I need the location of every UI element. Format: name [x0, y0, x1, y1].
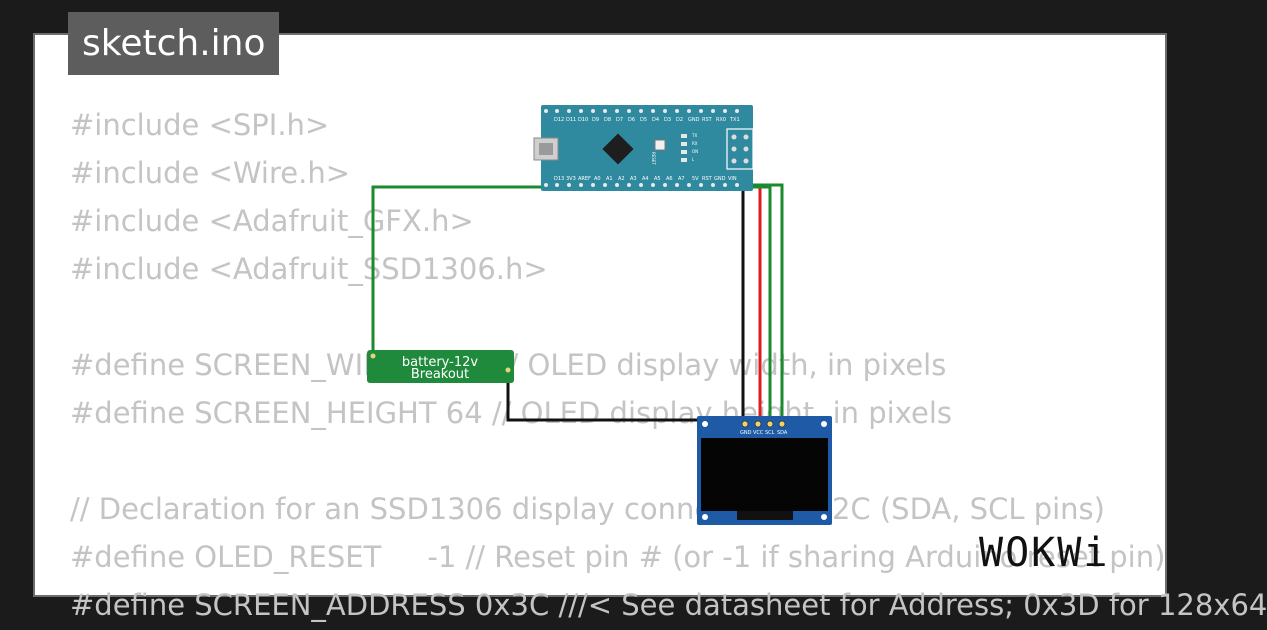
battery-label: battery-12v	[402, 355, 478, 370]
oled-pin-gnd[interactable]	[741, 420, 749, 428]
pin-label-RST2: RST	[702, 176, 713, 182]
pin-label-D6: D6	[628, 117, 635, 123]
pin-label-3V3: 3V3	[566, 176, 576, 182]
battery-breakout[interactable]: battery-12v Breakout	[367, 350, 514, 383]
pin-label-A0: A0	[594, 176, 601, 182]
pin-label-A7: A7	[678, 176, 685, 182]
pin-label-RX0: RX0	[716, 117, 726, 123]
circuit-diagram: D12 D11 D10 D9 D8 D7 D6 D5 D4 D3 D2 GND …	[367, 105, 832, 525]
pin-label-D13: D13	[554, 176, 564, 182]
pin-label-TX1: TX1	[729, 117, 740, 123]
led-label-on: ON	[692, 149, 698, 154]
wire-green-scl[interactable]	[733, 185, 772, 423]
battery-pin-left[interactable]	[370, 353, 376, 359]
code-line: #include <Adafruit_GFX.h>	[70, 204, 474, 238]
pin-label-GND: GND	[688, 117, 700, 123]
battery-sublabel: Breakout	[411, 367, 469, 382]
oled-label-sda: SDA	[777, 430, 788, 436]
pin-label-D11: D11	[566, 117, 576, 123]
top-pin-row	[544, 109, 739, 113]
status-leds	[681, 134, 687, 162]
wire-black-gnd[interactable]	[721, 183, 745, 423]
pin-label-5V: 5V	[692, 176, 699, 182]
wire-black-battery-gnd[interactable]	[506, 368, 745, 422]
pin-label-D8: D8	[604, 117, 611, 123]
oled-label-vcc: VCC	[753, 430, 764, 436]
pin-label-A6: A6	[666, 176, 673, 182]
pin-label-A1: A1	[606, 176, 613, 182]
reset-button[interactable]	[654, 139, 666, 151]
pin-label-A5: A5	[654, 176, 661, 182]
oled-label-gnd: GND	[740, 430, 752, 436]
oled-display[interactable]: GND VCC SCL SDA	[697, 416, 832, 525]
usb-connector	[533, 137, 559, 161]
oled-label-scl: SCL	[765, 430, 775, 436]
pin-label-D4: D4	[652, 117, 659, 123]
reset-label: RESET	[651, 152, 656, 165]
code-line: #define OLED_RESET -1 // Reset pin # (or…	[70, 540, 1166, 574]
oled-ribbon	[737, 511, 793, 520]
pin-label-D10: D10	[578, 117, 588, 123]
oled-pin-row	[741, 420, 786, 428]
wire-red-vcc[interactable]	[732, 185, 762, 423]
wires	[371, 183, 784, 423]
pin-label-A4: A4	[642, 176, 649, 182]
code-line: #include <Wire.h>	[70, 156, 351, 190]
oled-pin-scl[interactable]	[766, 420, 774, 428]
code-line: #include <Adafruit_SSD1306.h>	[70, 252, 548, 286]
code-line: #define SCREEN_ADDRESS 0x3C ///< See dat…	[70, 588, 1267, 622]
pin-label-A3: A3	[630, 176, 637, 182]
arduino-nano[interactable]: D12 D11 D10 D9 D8 D7 D6 D5 D4 D3 D2 GND …	[533, 105, 754, 191]
pin-label-D7: D7	[616, 117, 623, 123]
pin-label-D3: D3	[664, 117, 671, 123]
code-line: #include <SPI.h>	[70, 108, 330, 142]
bottom-pin-row	[544, 183, 739, 187]
icsp-header	[726, 128, 754, 170]
pin-label-VIN: VIN	[728, 176, 737, 182]
pin-label-A2: A2	[618, 176, 625, 182]
pin-label-D5: D5	[640, 117, 647, 123]
code-background: #include <SPI.h> #include <Wire.h> #includ…	[70, 101, 1267, 629]
pin-label-AREF: AREF	[578, 176, 591, 182]
wire-green-battery-to-board[interactable]	[371, 185, 600, 355]
pin-label-D12: D12	[554, 117, 564, 123]
wokwi-logo: WOKWi	[979, 530, 1110, 576]
pin-label-RST: RST	[702, 117, 713, 123]
pin-label-D2: D2	[676, 117, 683, 123]
pin-label-GND2: GND	[714, 176, 726, 182]
led-label-rx: RX	[692, 141, 698, 146]
led-label-l: L	[692, 157, 695, 162]
pin-label-D9: D9	[592, 117, 599, 123]
oled-pin-sda[interactable]	[778, 420, 786, 428]
oled-pin-vcc[interactable]	[754, 420, 762, 428]
battery-pin-right[interactable]	[505, 367, 511, 373]
oled-screen	[701, 438, 828, 511]
led-label-tx: TX	[691, 133, 697, 138]
file-tab[interactable]: sketch.ino	[68, 12, 280, 75]
